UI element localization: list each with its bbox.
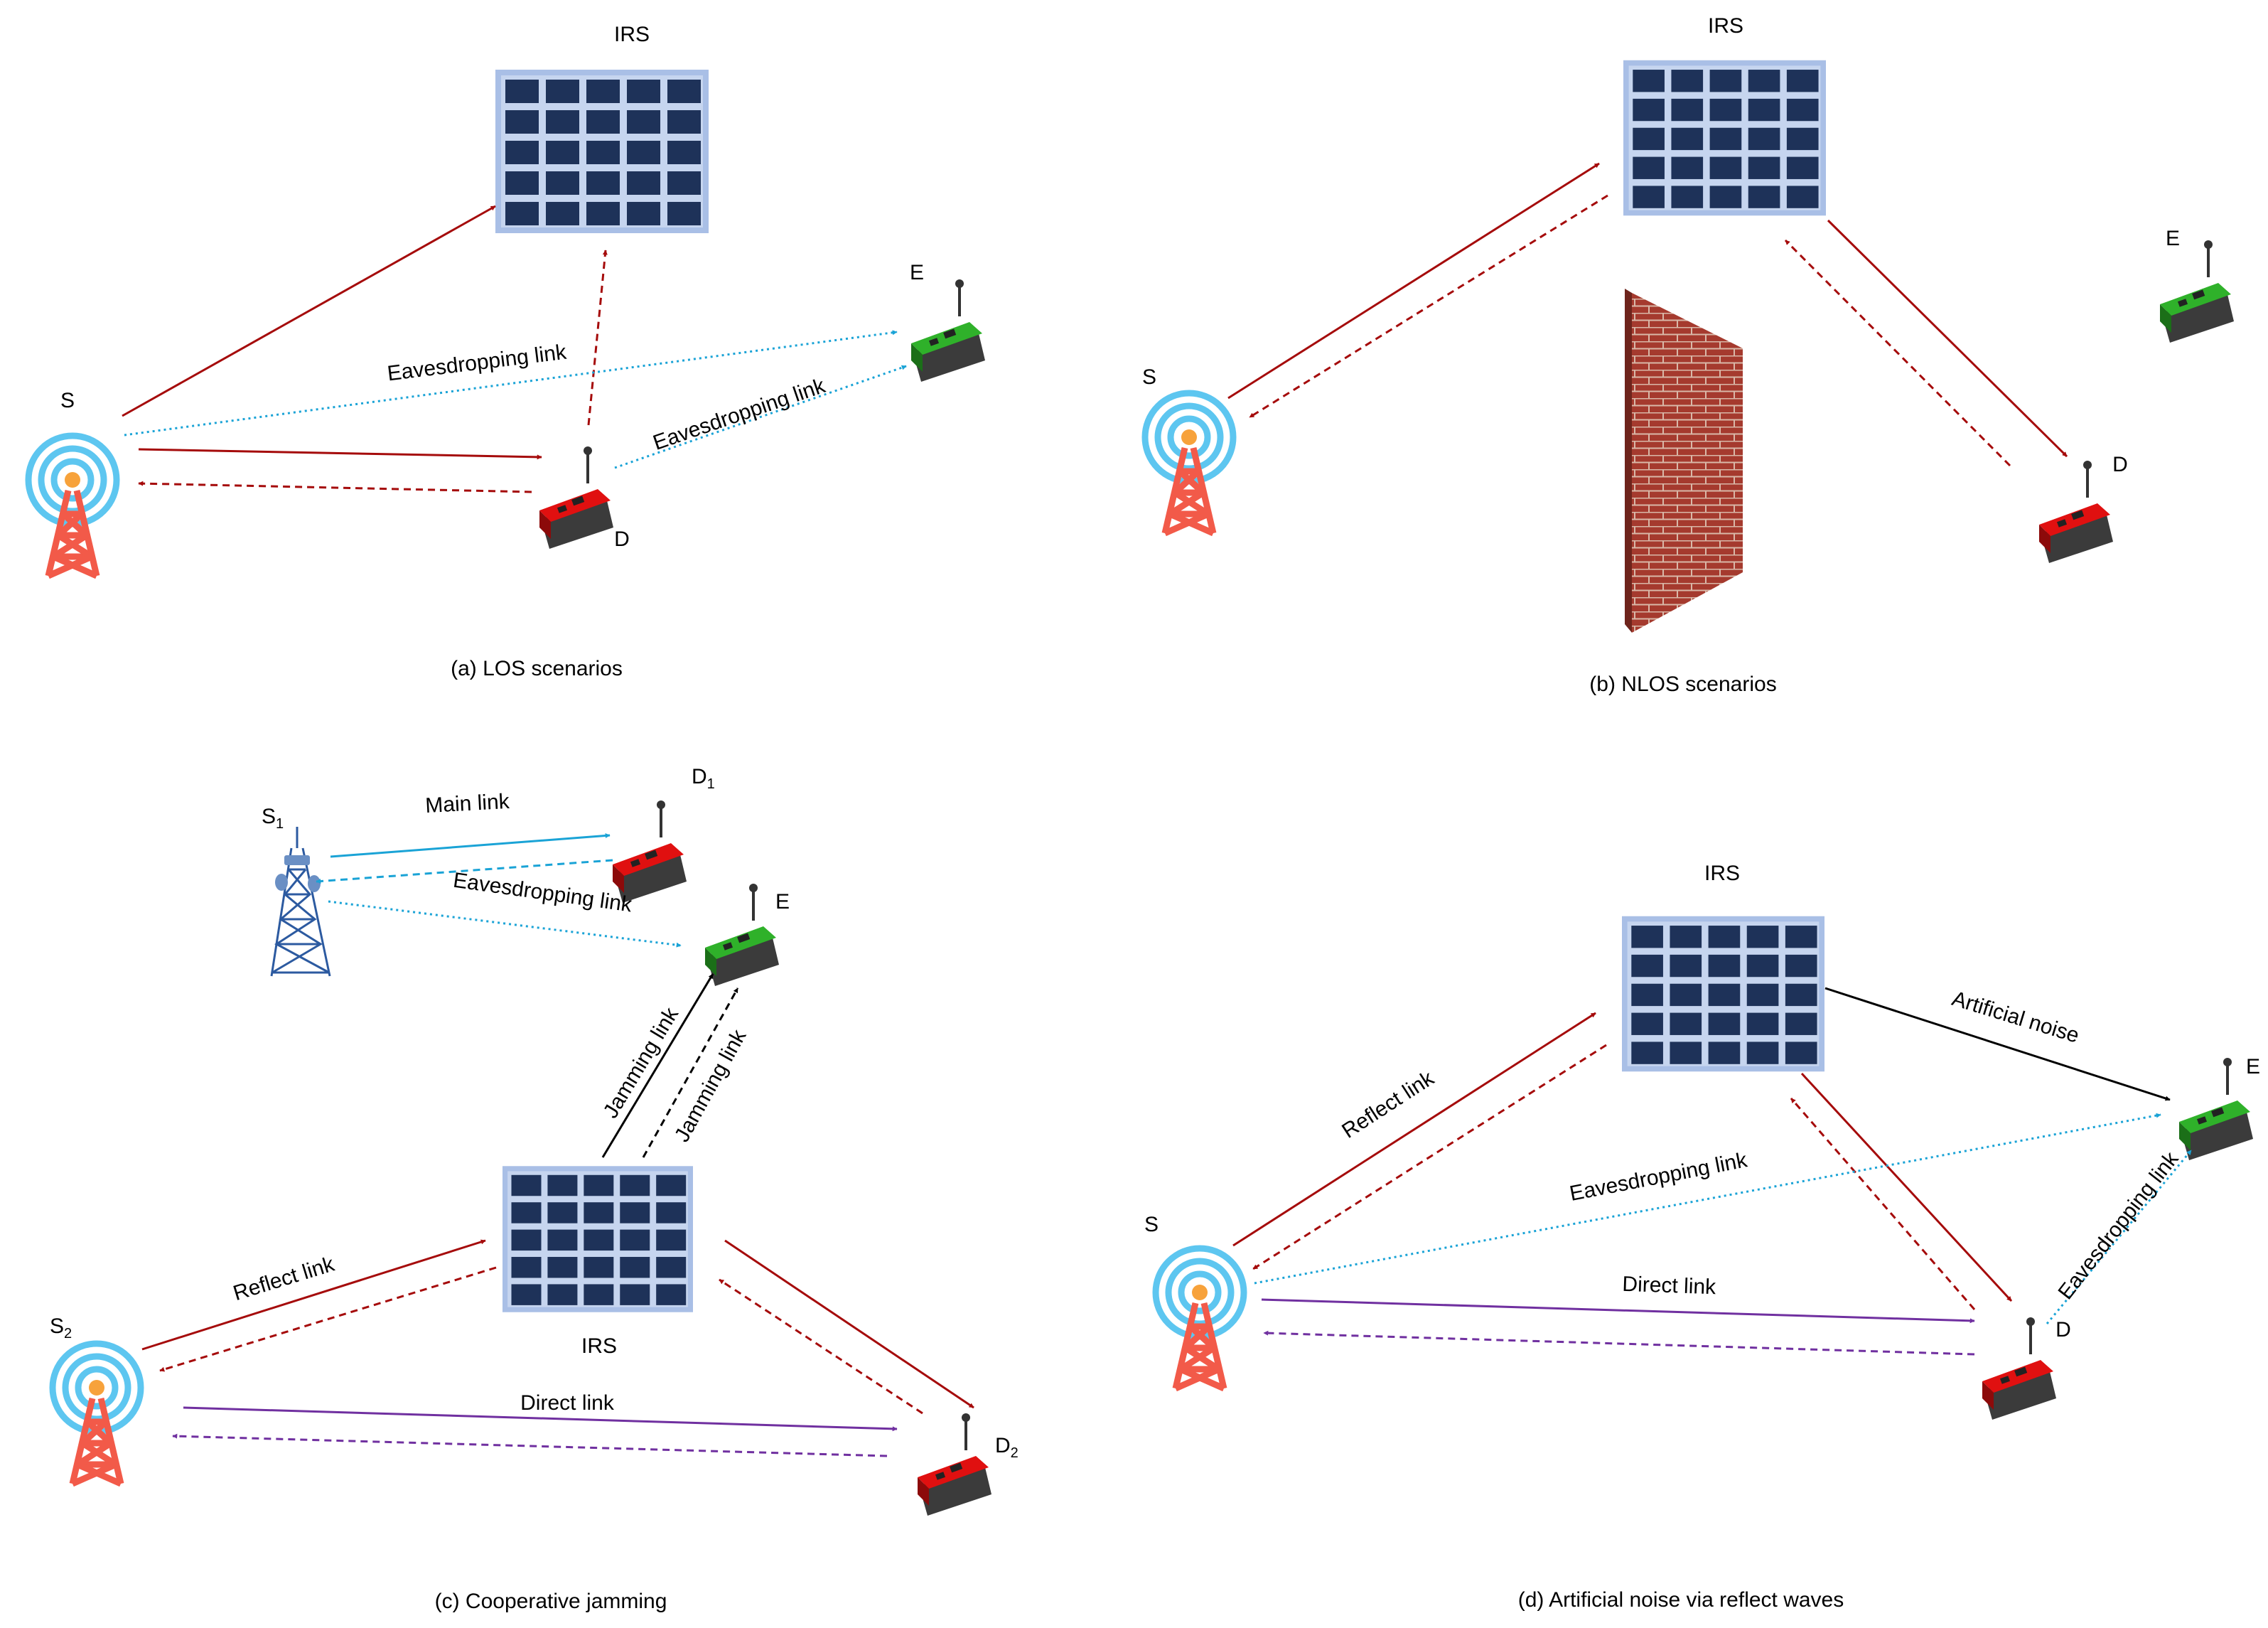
direct-link-label: Direct link — [1622, 1273, 1717, 1300]
eavesdropping-link-label: Eavesdropping link — [452, 869, 635, 917]
reflect-link-return — [159, 1266, 497, 1372]
caption-d: (d) Artificial noise via reflect waves — [1518, 1588, 1844, 1612]
eavesdropper-label: E — [2166, 227, 2180, 250]
irs-panel-icon — [1622, 916, 1824, 1072]
eavesdropping-link-label-1: Eavesdropping link — [1568, 1148, 1750, 1206]
irs-panel-icon — [495, 70, 709, 233]
direct-link-return — [1263, 1330, 1975, 1356]
artificial-noise-link — [1824, 987, 2171, 1101]
destination-device-icon — [2038, 459, 2114, 564]
artificial-noise-label: Artificial noise — [1949, 987, 2082, 1048]
caption-c: (c) Cooperative jamming — [435, 1590, 667, 1613]
eavesdropping-link-label-2: Eavesdropping link — [650, 374, 829, 455]
panel-d: IRS S D E Reflect link Artificial noise … — [1144, 862, 2260, 1612]
destination-2-letter: D — [995, 1434, 1011, 1457]
source-irs-link — [122, 205, 496, 417]
destination-label: D — [2112, 453, 2128, 476]
eavesdropper-device-icon — [910, 278, 987, 383]
destination-irs-link — [1790, 1098, 1976, 1310]
reflect-link-label: Reflect link — [230, 1252, 338, 1305]
source-2-label: S2 — [50, 1314, 72, 1342]
direct-link — [183, 1406, 898, 1432]
eavesdropping-link-1 — [1254, 1113, 2161, 1285]
jamming-link-dashed — [642, 987, 739, 1158]
source-label: S — [1144, 1213, 1159, 1236]
base-station-icon — [1145, 393, 1233, 533]
jamming-link-label-2: Jamming link — [670, 1025, 751, 1146]
main-link-return — [316, 859, 613, 884]
destination-1-letter: D — [692, 765, 707, 788]
eavesdropping-link-1 — [124, 330, 898, 437]
panel-c: S1 D1 E IRS S2 D2 Main link Eavesdroppin… — [50, 765, 1019, 1613]
eavesdropper-device-icon — [2159, 239, 2235, 344]
source-1-subscript: 1 — [276, 816, 284, 832]
destination-1-label: D1 — [692, 765, 715, 792]
reflect-link — [141, 1239, 486, 1351]
main-link-label: Main link — [425, 790, 511, 818]
reflect-link-label: Reflect link — [1338, 1066, 1439, 1143]
irs-label: IRS — [581, 1334, 617, 1358]
destination-irs-link — [719, 1278, 923, 1415]
destination-device-icon — [1981, 1316, 2058, 1421]
caption-a: (a) LOS scenarios — [451, 657, 623, 680]
source-irs-link — [1227, 162, 1600, 400]
direct-link-return — [172, 1433, 888, 1457]
direct-link-label: Direct link — [520, 1391, 615, 1415]
base-station-icon — [28, 436, 117, 576]
eavesdropping-link-2 — [2046, 1150, 2193, 1324]
destination-device-icon — [538, 445, 615, 550]
destination-1-subscript: 1 — [707, 776, 715, 792]
irs-label: IRS — [1708, 14, 1743, 38]
base-station-icon — [53, 1344, 141, 1484]
source-1-letter: S — [262, 805, 276, 828]
source-2-letter: S — [50, 1314, 64, 1338]
source-2-subscript: 2 — [64, 1326, 72, 1342]
eavesdropper-label: E — [2246, 1055, 2260, 1078]
eavesdropping-link-label-2: Eavesdropping link — [2053, 1147, 2183, 1304]
destination-2-device-icon — [916, 1412, 993, 1517]
panel-b: IRS S D E (b) NLOS scenarios — [1142, 14, 2235, 696]
source-label: S — [60, 389, 75, 412]
irs-label: IRS — [614, 23, 650, 46]
destination-irs-link — [587, 250, 608, 426]
eavesdropping-link-label-1: Eavesdropping link — [386, 341, 569, 386]
destination-source-link — [138, 481, 532, 493]
eavesdropper-label: E — [910, 261, 924, 284]
destination-label: D — [2055, 1318, 2071, 1342]
irs-panel-icon — [502, 1166, 693, 1312]
destination-2-subscript: 2 — [1011, 1445, 1019, 1461]
irs-destination-link — [724, 1239, 974, 1409]
jamming-link-label-1: Jamming link — [599, 1003, 684, 1123]
irs-source-link — [1249, 194, 1608, 419]
irs-destination-link — [1827, 219, 2068, 458]
eavesdropping-link-2 — [614, 365, 907, 469]
irs-destination-link — [1800, 1072, 2013, 1302]
caption-b: (b) NLOS scenarios — [1589, 673, 1776, 696]
direct-link — [1261, 1298, 1975, 1324]
base-station-icon — [1156, 1248, 1244, 1388]
eavesdropper-label: E — [775, 890, 790, 914]
main-link — [330, 832, 611, 858]
source-destination-link — [138, 448, 542, 460]
lattice-tower-icon — [270, 825, 331, 978]
destination-irs-link — [1784, 239, 2011, 467]
source-label: S — [1142, 365, 1156, 389]
eavesdropping-link — [328, 900, 682, 948]
jamming-link-solid — [601, 973, 714, 1158]
destination-2-label: D2 — [995, 1434, 1019, 1461]
reflect-link-return — [1252, 1044, 1607, 1270]
panel-a: IRS S D E Eavesdropping link Eavesdroppi… — [28, 23, 987, 680]
eavesdropper-device-icon — [704, 882, 780, 987]
eavesdropper-device-icon — [2178, 1056, 2254, 1162]
irs-panel-icon — [1623, 60, 1826, 216]
destination-1-device-icon — [611, 799, 688, 904]
destination-label: D — [614, 528, 630, 551]
source-1-label: S1 — [262, 805, 284, 832]
irs-label: IRS — [1704, 862, 1740, 885]
brick-wall-icon — [1625, 289, 1743, 633]
reflect-link — [1232, 1012, 1596, 1247]
